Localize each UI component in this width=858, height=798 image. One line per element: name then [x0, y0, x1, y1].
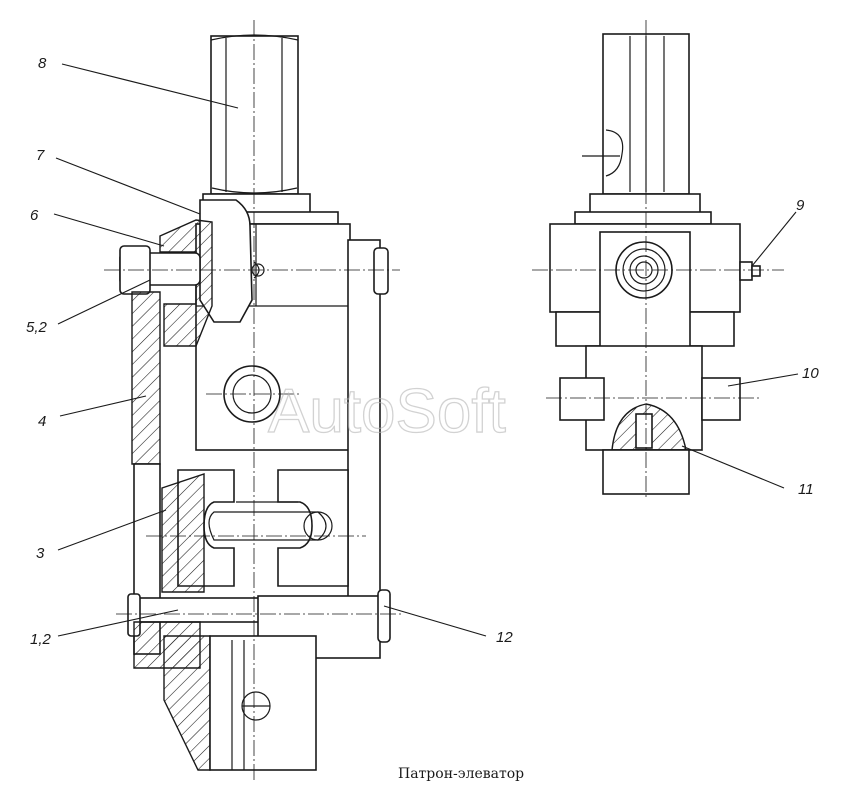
left-section-view — [104, 20, 402, 780]
lower-pin — [133, 597, 261, 623]
callout-8: 8 — [38, 55, 47, 72]
jaw-block — [161, 473, 205, 593]
callout-6: 6 — [30, 207, 39, 224]
hex-shank — [210, 34, 299, 195]
autosoft-watermark: AutoSoft — [268, 377, 506, 446]
latch-lever — [199, 199, 253, 323]
callout-10: 10 — [802, 365, 819, 382]
callout-9: 9 — [796, 197, 805, 214]
figure-caption: Патрон-элеватор — [398, 766, 524, 782]
latch-cap — [159, 219, 213, 347]
callout-12: 12 — [496, 629, 513, 646]
adjusting-screw — [739, 261, 761, 281]
locking-pin — [635, 413, 653, 449]
pin-left — [559, 377, 605, 421]
right-front-view — [532, 20, 784, 500]
callout-1-2: 1,2 — [30, 631, 52, 648]
leader-lines — [53, 63, 799, 637]
right-upper-nut — [373, 247, 389, 295]
pipe-bottom — [209, 635, 317, 771]
collar-ring-front — [574, 211, 712, 225]
hex-shank-front — [582, 33, 690, 195]
callout-4: 4 — [38, 413, 46, 430]
side-plate-upper — [131, 291, 161, 465]
callout-11: 11 — [798, 481, 814, 498]
callout-3: 3 — [36, 545, 45, 562]
lower-wedge — [163, 635, 211, 771]
lower-pin-nut — [377, 589, 391, 643]
pin-right — [701, 377, 741, 421]
callout-labels: 8 7 6 5,2 4 3 1,2 12 9 10 11 — [26, 55, 819, 648]
callout-7: 7 — [36, 147, 45, 164]
callout-5-2: 5,2 — [26, 319, 48, 336]
